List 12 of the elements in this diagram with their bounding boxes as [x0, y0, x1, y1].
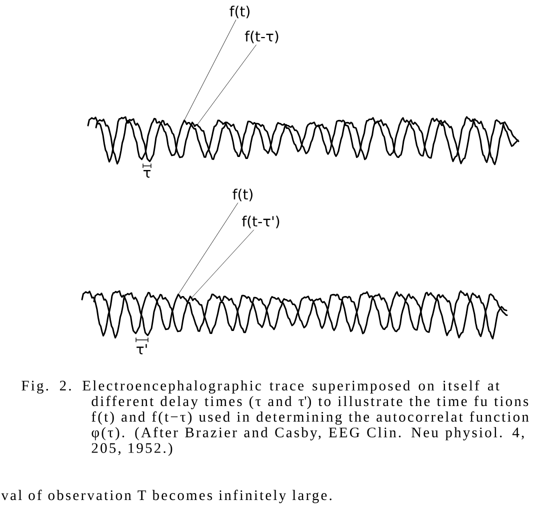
leader-line: [191, 230, 254, 298]
figure-caption: Fig. 2. Electroencephalographic trace superimposed on itself at different delay times (τ and τ') to illustrate the time fu tions f(t) and f(t−τ) used in determining the autocorrelat function φ(τ). (After Brazier and Casby, EEG Clin. Neu physiol. 4, 205, 1952.): [22, 380, 529, 456]
trace-label: f(t): [230, 6, 250, 18]
delay-label: τ': [136, 344, 147, 354]
leader-line: [197, 44, 256, 125]
trace-label: f(t): [232, 188, 252, 202]
body-text: val of observation T becomes infinitely large.: [1, 490, 332, 504]
leader-line: [178, 202, 238, 295]
leader-line: [184, 20, 236, 121]
trace-label: f(t-τ'): [242, 216, 280, 228]
delay-label: τ: [143, 170, 151, 178]
trace-label: f(t-τ): [244, 30, 278, 44]
